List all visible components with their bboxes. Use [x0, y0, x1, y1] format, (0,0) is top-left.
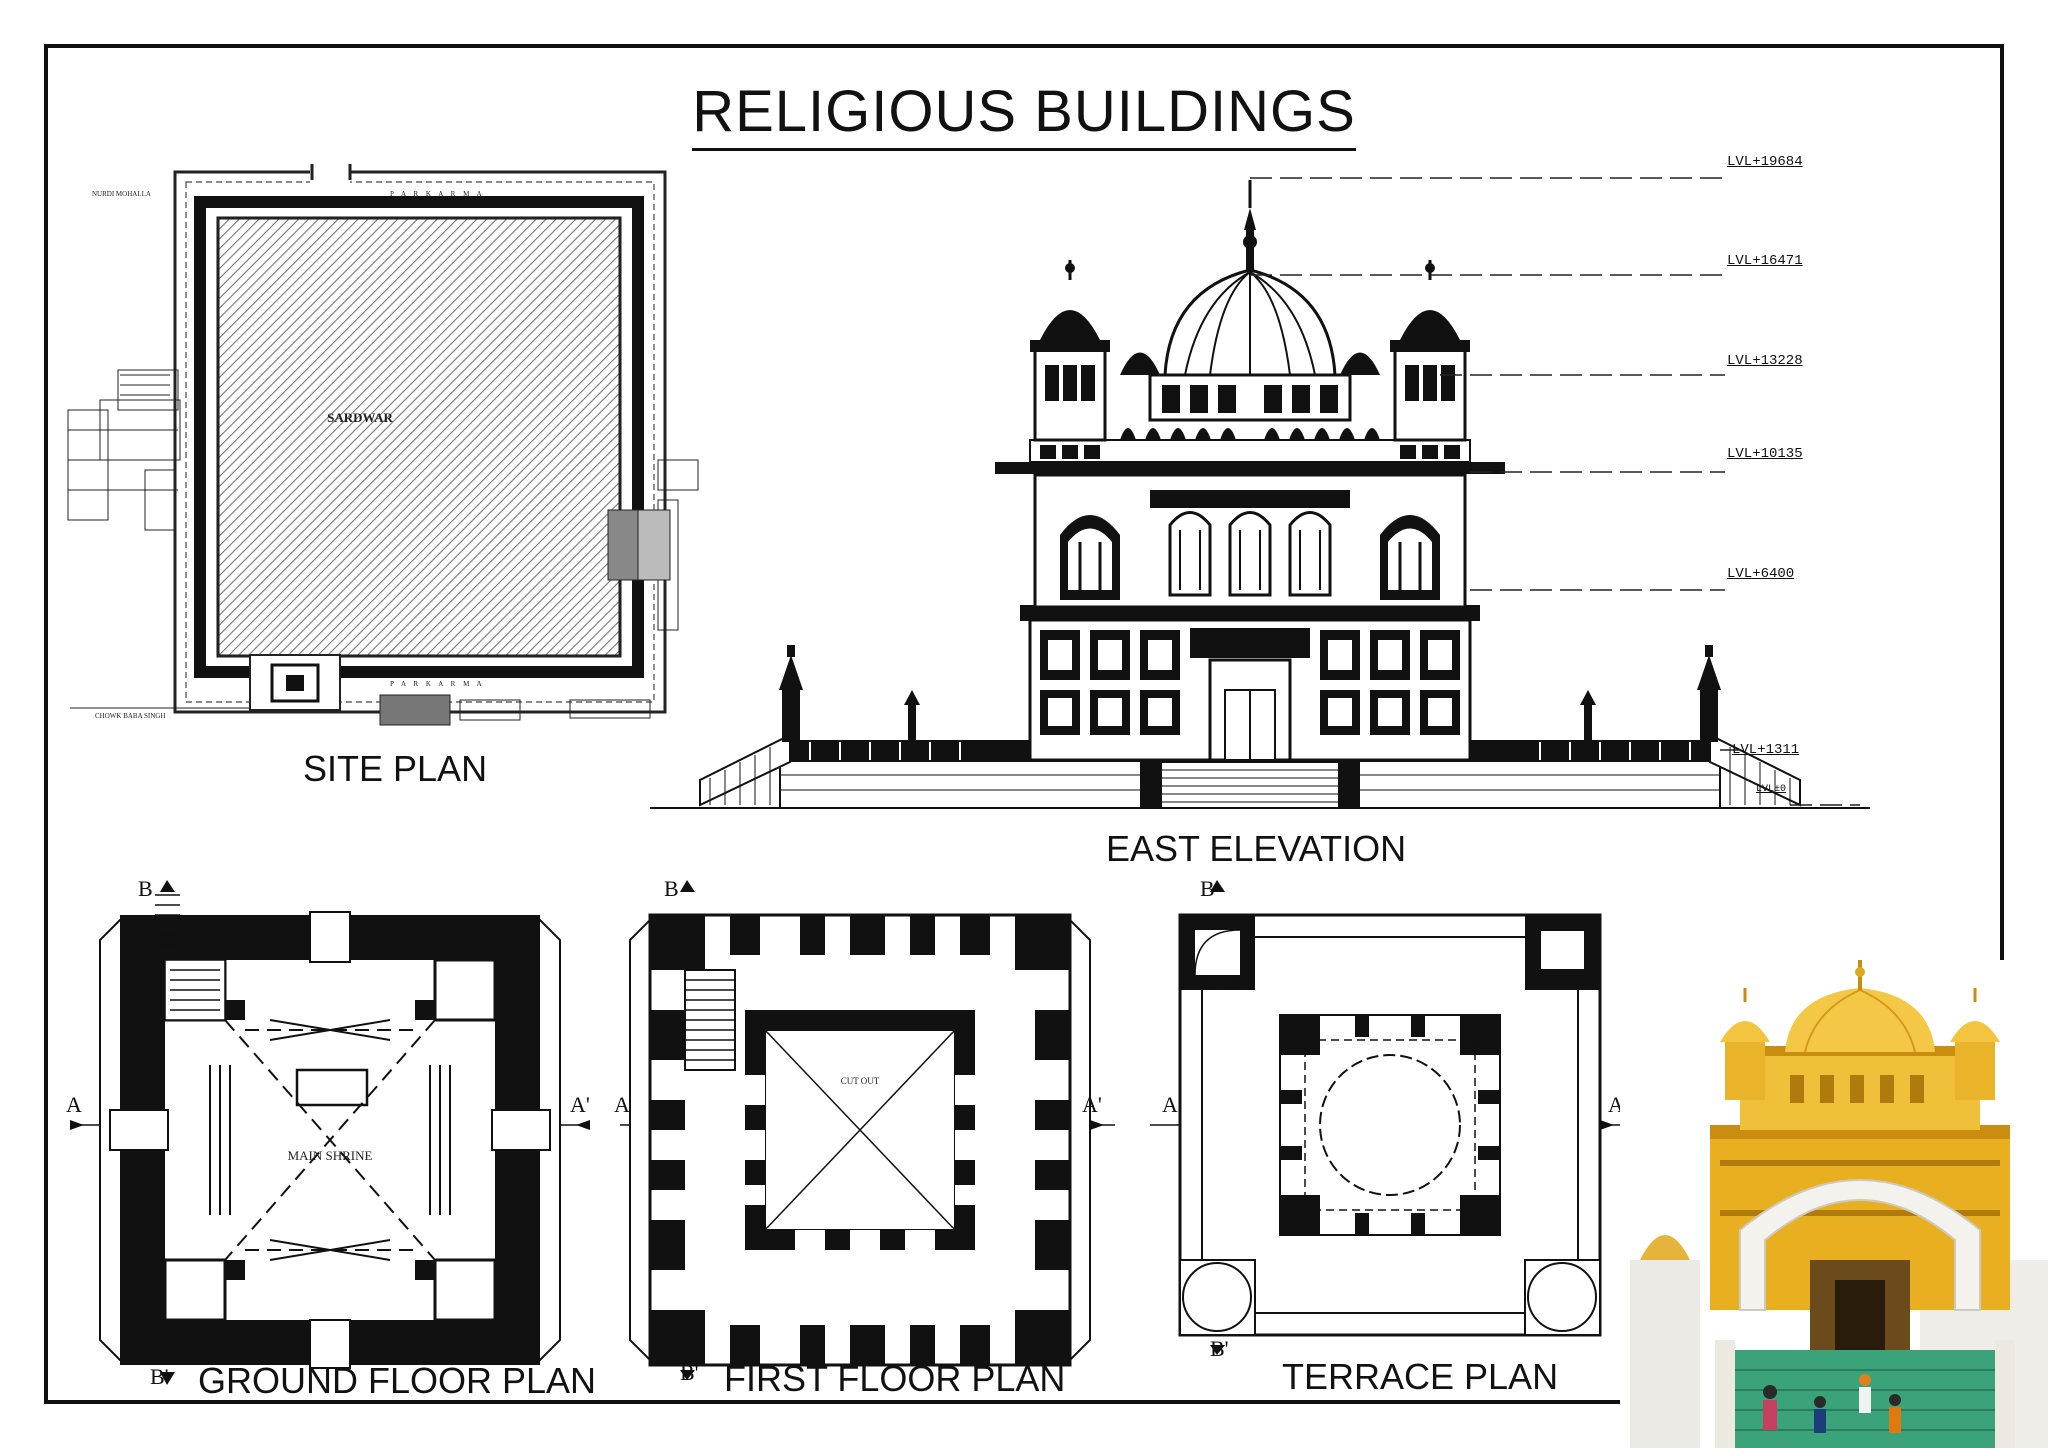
site-note-nw: NURDI MOHALLA	[92, 190, 151, 198]
level-label-19684: LVL+19684	[1727, 154, 1803, 170]
section-mark-a-terrace: A	[1162, 1092, 1178, 1117]
section-mark-b-prime-terrace: B'	[1210, 1336, 1229, 1361]
ground-floor-plan-drawing: MAIN SHRINE	[70, 880, 590, 1385]
level-label-16471: LVL+16471	[1727, 253, 1803, 269]
terrace-plan-label: TERRACE PLAN	[1282, 1356, 1559, 1397]
level-label-10135: LVL+10135	[1727, 446, 1803, 462]
level-label-6400: LVL+6400	[1727, 566, 1795, 582]
golden-temple-photo	[1620, 960, 2048, 1448]
ground-floor-center-text: MAIN SHRINE	[288, 1148, 373, 1163]
section-mark-a-prime-first: A'	[1082, 1092, 1102, 1117]
first-floor-plan-label: FIRST FLOOR PLAN	[724, 1358, 1066, 1399]
sheet-title: RELIGIOUS BUILDINGS	[0, 78, 2048, 151]
ground-floor-plan-label: GROUND FLOOR PLAN	[198, 1360, 597, 1401]
first-floor-plan-drawing: CUT OUT	[620, 880, 1115, 1380]
terrace-plan-drawing	[1150, 880, 1625, 1355]
site-note-sw: CHOWK BABA SINGH	[95, 712, 165, 720]
site-note-edge-bottom: P A R K A R M A	[390, 680, 485, 688]
drawing-sheet-border	[44, 44, 2004, 1404]
site-plan-label: SITE PLAN	[303, 748, 488, 789]
section-mark-b-prime-ground: B'	[150, 1364, 169, 1389]
section-mark-a-first: A	[614, 1092, 630, 1117]
level-label-13228: LVL+13228	[1727, 353, 1803, 369]
level-label-1311: LVL+1311	[1732, 742, 1800, 758]
section-mark-b-terrace: B	[1200, 876, 1215, 901]
east-elevation-label: EAST ELEVATION	[1106, 828, 1407, 869]
site-plan-drawing: SARDWAR NURDI MOHALLA CHOWK BABA SINGH P…	[67, 162, 699, 726]
section-mark-b-first: B	[664, 876, 679, 901]
section-mark-a-ground: A	[66, 1092, 82, 1117]
section-mark-b-prime-first: B'	[680, 1360, 699, 1385]
level-label-0: LVL±0	[1756, 784, 1787, 795]
section-mark-a-prime-ground: A'	[570, 1092, 590, 1117]
first-floor-center-text: CUT OUT	[841, 1076, 880, 1086]
east-elevation-drawing	[650, 177, 1870, 809]
site-plan-center-text: SARDWAR	[327, 410, 393, 425]
site-note-edge-top: P A R K A R M A	[390, 190, 485, 198]
section-mark-b-ground: B	[138, 876, 153, 901]
